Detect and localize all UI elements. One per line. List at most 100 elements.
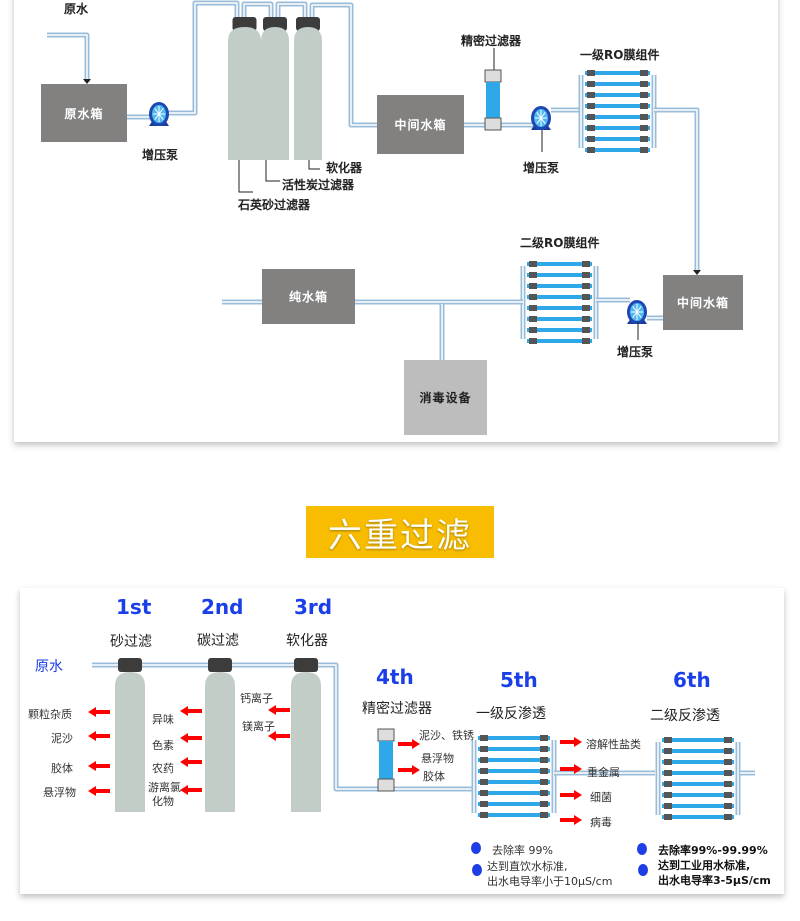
ro-stage1-rack-membrane [478,769,550,773]
ro-stage1-rack-end-cap [640,103,648,109]
stage-number-1: 1st [116,595,152,619]
ro-stage2-rack-end-cap [582,316,590,322]
red-arrow-right-icon [398,765,420,775]
stage2-remove-5: 化物 [152,795,174,808]
pipe-inner [168,2,238,114]
ro-stage1-rack-end-cap [540,790,548,796]
ro-stage2-rack-membrane [662,815,734,819]
ro-stage1-rack-end-cap [480,768,488,774]
ro-stage2-rack-end-cap [664,737,672,743]
carbon-filter-tank [261,27,289,160]
stage2-remove-1: 异味 [152,713,174,726]
ro-stage2-rack-membrane [662,793,734,797]
precision-filter-icon-top [377,728,395,742]
ro-stage2-rack-end-cap [724,803,732,809]
ro-stage2-rack-membrane [662,760,734,764]
stage-number-5: 5th [500,668,538,692]
stage2-remove-4: 游离氯 [148,781,181,794]
leader-line [308,160,320,170]
ro-stage2-rack-membrane [662,749,734,753]
ro-stage2-rack-end-cap [582,294,590,300]
softener-tank [291,672,321,812]
stage5-remove-1: 溶解性盐类 [586,738,641,751]
precision-filter-label: 精密过滤器 [461,34,522,48]
stage-name-3: 软化器 [286,633,328,649]
ro-stage1-rack-end-cap [540,735,548,741]
ro-stage1-rack-membrane [478,813,550,817]
ro-stage1-rack-membrane [585,126,650,130]
stage1-remove-3: 胶体 [51,762,73,775]
ro-stage1-rack-membrane [478,747,550,751]
raw-water-inlet-label: 原水 [35,659,63,675]
ro-stage1-rack-membrane [585,115,650,119]
red-arrow-left-icon [268,705,290,715]
stage6-note-standard: 达到工业用水标准, [658,859,751,872]
ro-stage1-rack-end-cap [480,757,488,763]
sand-filter-tank [115,672,145,812]
ro-stage1-rack-end-cap [480,746,488,752]
stage3-remove-2: 镁离子 [242,720,275,733]
booster-pump-icon-3 [627,300,647,324]
pipe-inner [243,3,272,18]
stage-number-2: 2nd [201,595,244,619]
stage-number-6: 6th [673,668,711,692]
ro-stage1-rack-end-cap [540,746,548,752]
intermediate-tank-1: 中间水箱 [377,95,464,154]
stage2-remove-3: 农药 [152,762,174,775]
ro-stage2-rack-end-cap [724,792,732,798]
ro-stage2-rack-end-cap [582,305,590,311]
stage2-remove-2: 色素 [152,739,174,752]
stage1-remove-1: 颗粒杂质 [28,708,72,721]
ro-stage2-rack-end-cap [529,261,537,267]
pure-water-tank: 纯水箱 [262,269,355,324]
ro-stage1-rack-end-cap [587,147,595,153]
ro-stage2-rack-membrane [527,328,592,332]
ro-stage2-rack-end-cap [664,781,672,787]
stage6-note-removal-rate: 去除率99%-99.99% [658,844,768,857]
ro-stage2-rack-end-cap [582,261,590,267]
ro-stage2-rack-end-cap [582,283,590,289]
ro-stage1-rack-end-cap [587,103,595,109]
ro-stage1-rack-end-cap [480,735,488,741]
stage4-remove-3: 胶体 [423,770,445,783]
ro-stage1-rack-end-cap [540,757,548,763]
ro-stage2-rack-end-cap [582,327,590,333]
ro-stage2-rack-membrane [662,782,734,786]
carbon-filter-label: 活性炭过滤器 [282,178,355,192]
ro-stage2-rack-end-cap [582,338,590,344]
ro-stage1-rack-membrane [585,93,650,97]
ro-stage2-label: 二级RO膜组件 [520,236,600,250]
booster-pump-label-3: 增压泵 [617,345,654,359]
red-arrow-right-icon [560,737,582,747]
ro-stage1-rack-end-cap [480,779,488,785]
booster-pump-icon-2 [531,106,551,130]
stage4-remove-1: 泥沙、铁锈 [419,729,474,742]
ro-stage2-rack-end-cap [582,272,590,278]
ro-stage1-rack-end-cap [540,801,548,807]
ro-stage2-rack-membrane [527,295,592,299]
raw-water-label: 原水 [64,2,89,16]
red-arrow-left-icon [88,786,110,796]
softener-label: 软化器 [326,161,363,175]
raw-water-inlet-pipe-inner [47,34,88,82]
bullet-dot [637,843,647,855]
booster-pump-label-1: 增压泵 [142,148,179,162]
booster-pump-label-2: 增压泵 [523,161,560,175]
stage1-remove-2: 泥沙 [51,732,73,745]
ro-stage1-rack-membrane [478,736,550,740]
stage-name-1: 砂过滤 [110,634,152,650]
red-arrow-left-icon [180,733,202,743]
ro-stage1-rack-end-cap [480,801,488,807]
ro-stage2-rack-end-cap [724,759,732,765]
ro-stage1-rack-membrane [478,791,550,795]
intermediate-tank-2: 中间水箱 [663,275,743,330]
precision-filter-icon-bottom [377,778,395,792]
ro-stage1-rack-membrane [585,148,650,152]
ro-stage2-rack-end-cap [724,781,732,787]
stage5-note-removal-rate: 去除率 99% [492,844,553,857]
sand-filter-tank-cap [118,658,142,672]
quartz-sand-filter-label: 石英砂过滤器 [238,198,311,212]
ro-stage2-rack-end-cap [529,327,537,333]
ro-stage1-rack-end-cap [540,812,548,818]
red-arrow-left-icon [88,731,110,741]
